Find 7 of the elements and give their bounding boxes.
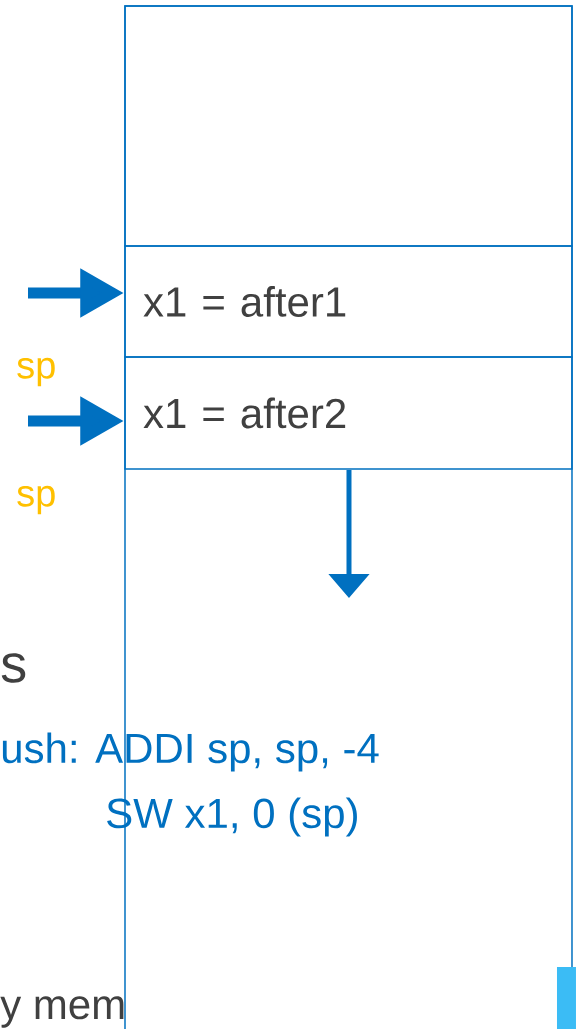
stack-cell: x1 = after2 (124, 356, 573, 470)
heading-text: s (1, 653, 26, 683)
stack-cell: x1 = after1 (124, 245, 573, 358)
pointer-label: sp (17, 357, 55, 387)
pointer-label: sp (17, 485, 55, 515)
body-text: y mem (0, 996, 124, 1028)
empty-cell (124, 5, 573, 247)
